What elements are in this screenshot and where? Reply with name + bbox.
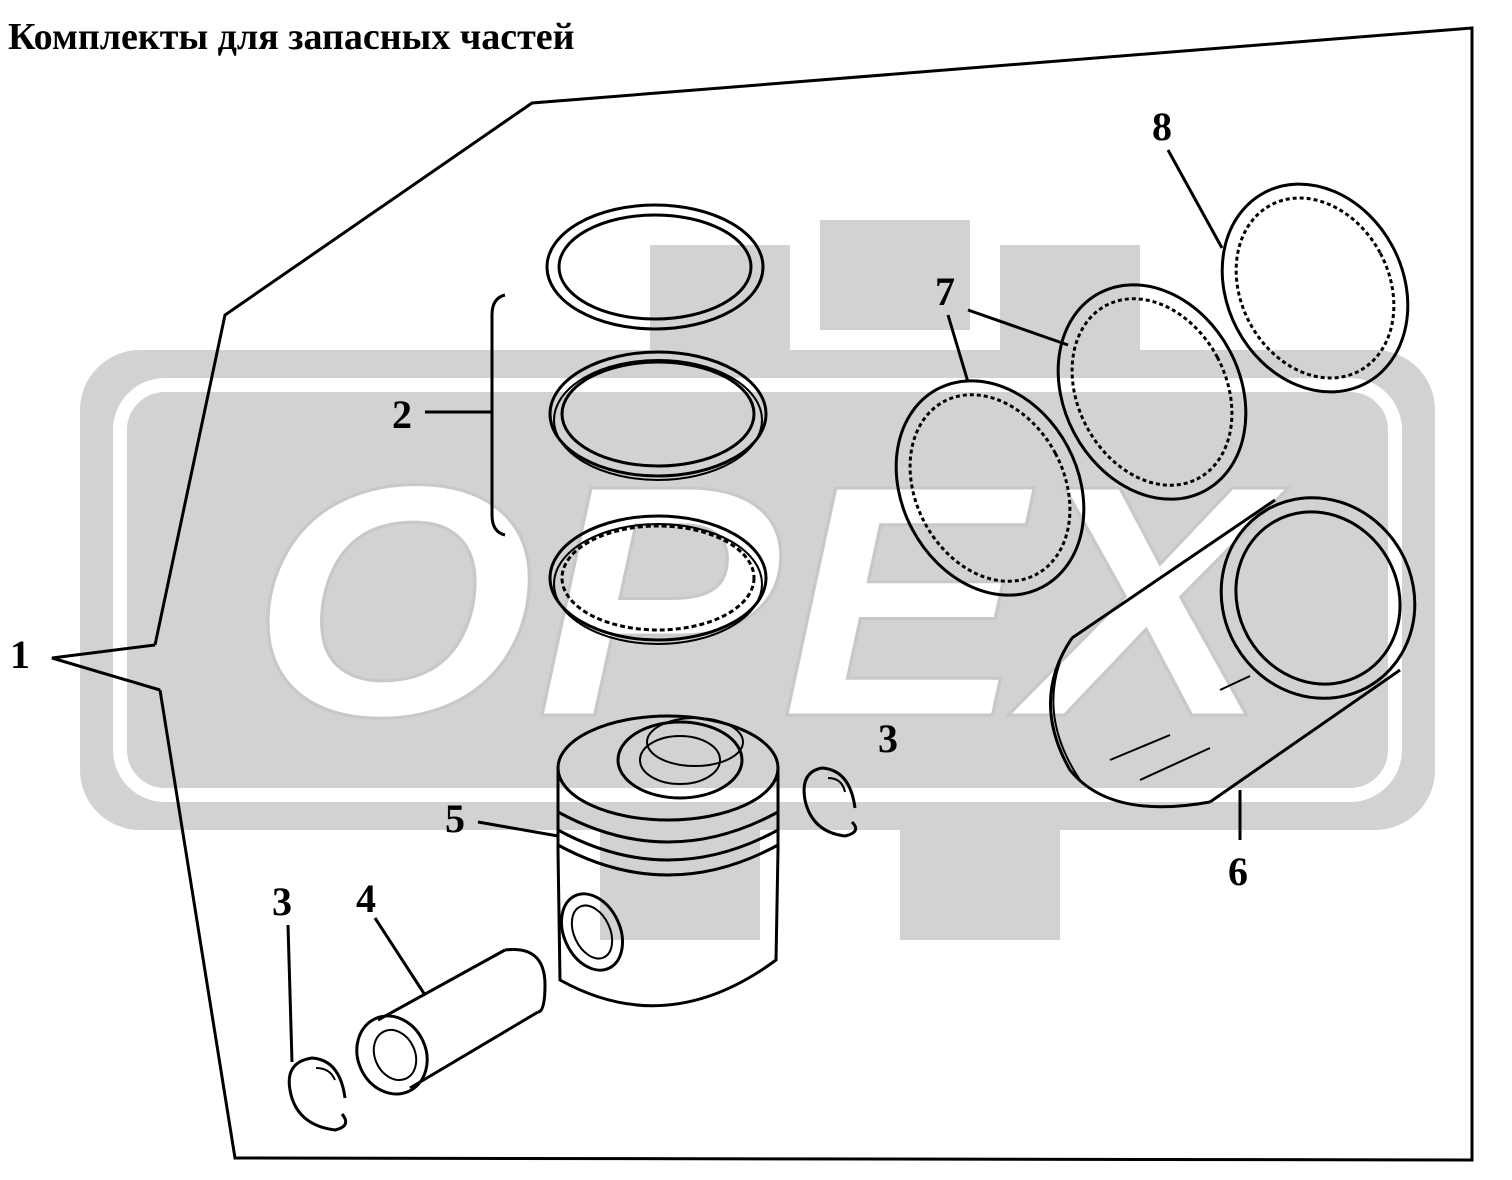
piston [556, 714, 780, 1008]
seal-ring-7b [1056, 283, 1248, 501]
watermark: OPEX [80, 220, 1435, 940]
piston-ring-oil [548, 514, 768, 645]
kit-outline [153, 26, 1474, 1162]
callout-2: 2 [392, 293, 506, 537]
watermark-gear-icon [600, 220, 1140, 940]
callout-4: 4 [356, 876, 427, 996]
callout-7: 7 [935, 269, 1069, 383]
piston-ring-middle [548, 350, 768, 481]
page-title: Комплекты для запасных частей [8, 16, 575, 58]
watermark-band [80, 350, 1435, 830]
circlip-right [802, 766, 858, 838]
callout-4-label: 4 [356, 876, 376, 921]
piston-ring-top [545, 203, 765, 331]
circlip-left [287, 1056, 348, 1132]
callout-8-label: 8 [1152, 104, 1172, 149]
callout-3-left-label: 3 [272, 879, 292, 924]
callout-3-left: 3 [272, 879, 294, 1063]
callout-6: 6 [1228, 790, 1248, 894]
callout-8: 8 [1152, 104, 1224, 249]
piston-pin [355, 947, 547, 1096]
callout-2-label: 2 [392, 392, 412, 437]
callout-3-right-label: 3 [878, 716, 898, 761]
watermark-band-inner [113, 378, 1402, 802]
callout-1: 1 [10, 632, 161, 692]
cylinder-liner [1049, 496, 1417, 809]
callout-7-label: 7 [935, 269, 955, 314]
callout-6-label: 6 [1228, 849, 1248, 894]
callout-3-right: 3 [878, 716, 898, 761]
callout-5-label: 5 [445, 796, 465, 841]
watermark-text: OPEX [250, 416, 1289, 785]
seal-ring-8 [1220, 182, 1410, 394]
seal-ring-7a [894, 379, 1086, 597]
callout-5: 5 [445, 796, 559, 841]
callout-1-label: 1 [10, 632, 30, 677]
